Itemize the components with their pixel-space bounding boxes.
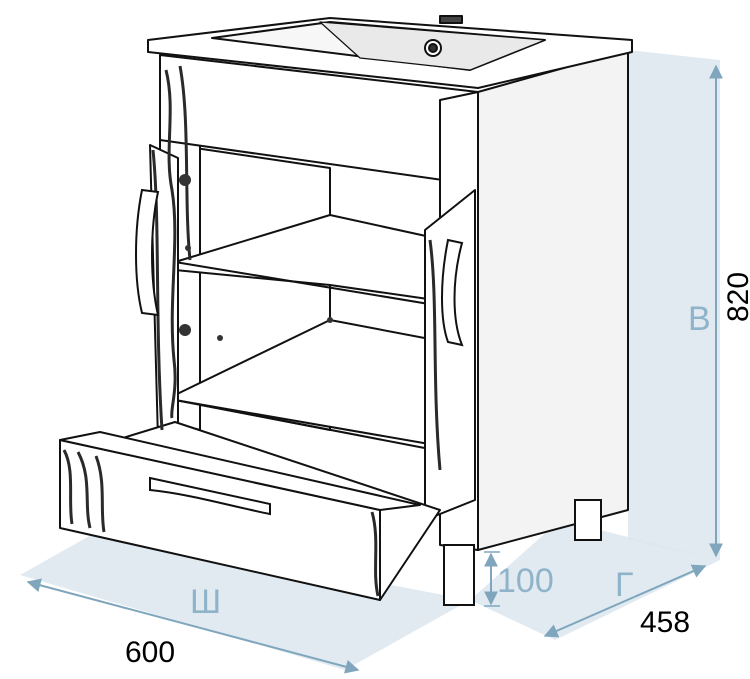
height-dimension-value: 820 — [722, 271, 750, 322]
height-dimension-letter: В — [688, 300, 711, 338]
back-leg — [574, 499, 602, 541]
door-hinges — [179, 174, 333, 341]
depth-dimension-arrow — [543, 564, 707, 638]
width-dimension-letter: Ш — [190, 583, 222, 621]
wood-grain — [62, 65, 442, 597]
front-leg — [443, 544, 475, 606]
width-dimension-value: 600 — [125, 636, 176, 669]
faucet-hole — [439, 15, 463, 24]
height-dimension-band — [628, 50, 720, 560]
leg-height-dimension-value: 100 — [497, 562, 554, 600]
drawer-handle[interactable] — [149, 476, 271, 516]
depth-dimension-value: 458 — [640, 606, 691, 639]
right-door-handle[interactable] — [441, 238, 464, 347]
left-door-handle[interactable] — [135, 188, 160, 317]
cabinet-right-side — [477, 49, 629, 551]
depth-dimension-letter: Г — [615, 566, 634, 604]
width-dimension-arrow — [26, 578, 360, 674]
